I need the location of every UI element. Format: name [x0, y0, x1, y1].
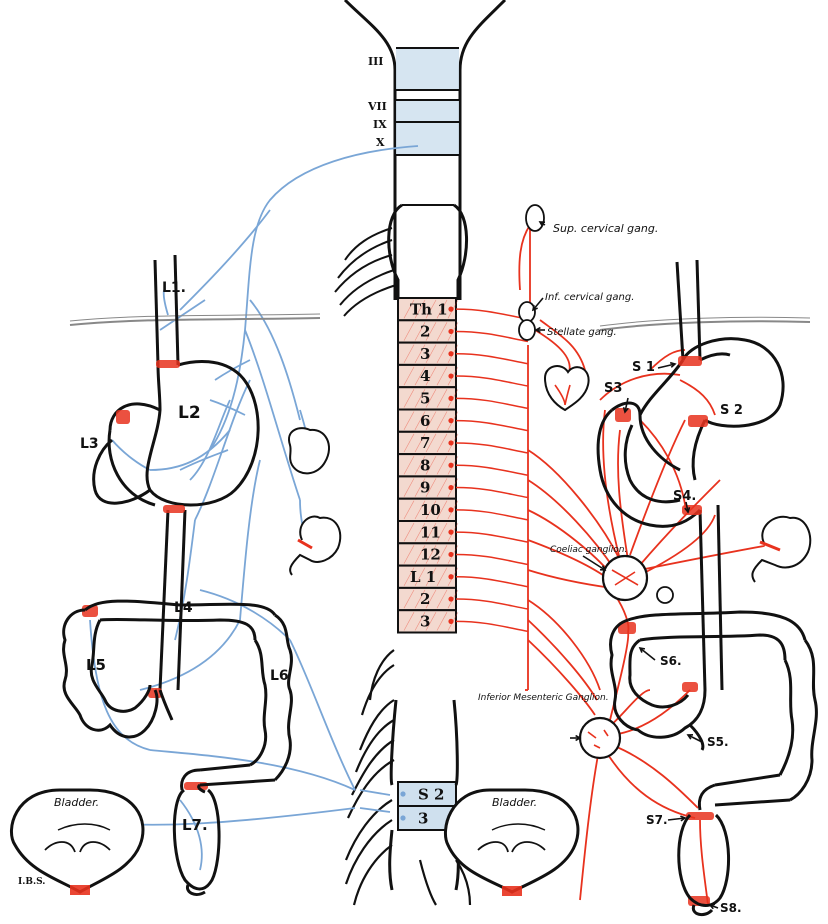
label-l5: L5 — [86, 656, 106, 674]
segment-nucleus-dot — [448, 596, 453, 601]
label-l3: L3 — [80, 436, 99, 452]
segment-nucleus-dot — [448, 507, 453, 512]
kidney-icon-left — [289, 428, 340, 575]
label-l7: L7. — [182, 816, 208, 834]
segment-nucleus-dot — [448, 619, 453, 624]
segment-label: 8 — [420, 456, 430, 474]
segment-label: 9 — [420, 479, 430, 497]
white-ramus — [456, 376, 528, 386]
label-sup-cervical: Sup. cervical gang. — [553, 222, 658, 235]
kidney-icon-right — [752, 517, 810, 582]
segment-nucleus-dot — [448, 329, 453, 334]
label-inferior-mesenteric: Inferior Mesenteric Ganglion. — [478, 693, 609, 703]
segment-nucleus-dot — [448, 485, 453, 490]
segment-label: L 1 — [410, 568, 436, 586]
segment-label: 2 — [420, 590, 430, 608]
cranial-label-iii: III — [368, 55, 383, 68]
spinal-segments-column: Th 1 2 3 4 5 6 7 8 9 10 11 12 L 1 2 3 S 2 3 — [398, 298, 458, 830]
label-s4: S4. — [673, 489, 696, 504]
cervical-roots — [335, 228, 396, 316]
white-ramus — [456, 309, 528, 319]
arrow-icon — [640, 648, 655, 660]
segment-label: 2 — [420, 323, 430, 341]
label-s6: S6. — [660, 654, 682, 668]
label-s2: S 2 — [720, 403, 743, 418]
white-ramus — [456, 354, 528, 364]
label-l4: L4 — [174, 600, 193, 616]
segment-label: 6 — [420, 412, 430, 430]
white-rami — [456, 309, 528, 631]
white-ramus — [456, 443, 528, 453]
white-ramus — [456, 398, 528, 408]
segment-nucleus-dot — [448, 396, 453, 401]
label-bladder-left: Bladder. — [54, 796, 99, 809]
segment-nucleus-dot — [448, 440, 453, 445]
inferior-mesenteric-ganglion — [580, 718, 620, 758]
label-s3: S3 — [604, 381, 622, 396]
segment-label: 3 — [420, 612, 430, 630]
segment-label: 12 — [420, 546, 441, 564]
label-s7: S7. — [646, 813, 668, 827]
segment-label: 3 — [420, 345, 430, 363]
lumbosacral-roots — [346, 650, 470, 905]
sacral-nucleus-dot — [400, 791, 405, 796]
segment-nucleus-dot — [448, 373, 453, 378]
arrow-icon — [533, 298, 543, 310]
white-ramus — [456, 465, 528, 475]
parasympathetic-fibres — [60, 146, 418, 870]
segment-label: 4 — [420, 367, 430, 385]
segment-nucleus-dot — [448, 574, 453, 579]
segment-label: 11 — [420, 523, 441, 541]
inf-cervical-ganglion — [519, 302, 535, 340]
label-bladder-right: Bladder. — [492, 796, 537, 809]
cranial-band-iii — [396, 48, 459, 90]
label-coeliac: Coeliac ganglion. — [550, 545, 627, 555]
left-stomach-sphincters — [82, 360, 208, 790]
label-s8: S8. — [720, 901, 742, 915]
white-ramus — [456, 331, 528, 341]
stomach-icon-left — [94, 255, 258, 690]
white-ramus — [456, 488, 528, 498]
diaphragm-left — [70, 318, 320, 325]
segment-nucleus-dot — [448, 307, 453, 312]
label-l6: L6 — [270, 668, 289, 684]
white-ramus — [456, 621, 528, 631]
heart-icon — [545, 366, 589, 410]
label-l2: L2 — [178, 403, 201, 423]
white-ramus — [456, 510, 528, 520]
label-inf-cervical: Inf. cervical gang. — [545, 292, 634, 303]
white-ramus — [456, 421, 528, 431]
white-ramus — [456, 577, 528, 587]
sacral-nucleus-dot — [400, 815, 405, 820]
label-stellate: Stellate gang. — [547, 327, 617, 338]
cranial-label-x: X — [376, 136, 385, 149]
label-stellate-text: Stellate gang. — [547, 327, 617, 338]
segment-label: S 2 — [418, 786, 445, 804]
segment-nucleus-dot — [448, 463, 453, 468]
segment-label: 5 — [420, 389, 430, 407]
white-ramus — [456, 532, 528, 542]
segment-label: 10 — [420, 501, 441, 519]
segment-label: 7 — [420, 434, 430, 452]
white-ramus — [456, 554, 528, 564]
sup-cervical-ganglion — [526, 205, 544, 231]
segment-nucleus-dot — [448, 351, 453, 356]
label-l1: L1. — [162, 280, 186, 296]
signature: I.B.S. — [18, 877, 45, 887]
label-s5: S5. — [707, 735, 729, 749]
segment-label: Th 1 — [410, 300, 448, 318]
brain-stem — [345, 0, 505, 300]
colon-icon-right — [611, 612, 817, 810]
cranial-label-vii: VII — [367, 100, 387, 113]
label-s1: S 1 — [632, 360, 655, 375]
segment-nucleus-dot — [448, 552, 453, 557]
segment-nucleus-dot — [448, 418, 453, 423]
rectum-left — [174, 790, 219, 894]
white-ramus — [456, 599, 528, 609]
segment-nucleus-dot — [448, 530, 453, 535]
segment-label: 3 — [418, 810, 428, 828]
cranial-label-ix: IX — [373, 118, 387, 131]
